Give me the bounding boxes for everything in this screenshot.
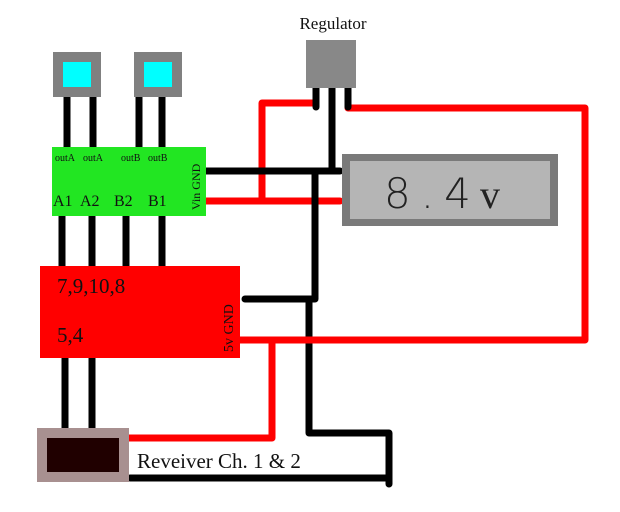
pin-label-outB-1: outB xyxy=(121,153,141,164)
receiver-body xyxy=(47,438,119,472)
sensor-b xyxy=(134,52,182,97)
encoder-board: outA outA outB outB A1 A2 B2 B1 Vin GND xyxy=(52,147,206,216)
wire-receiver-5v xyxy=(122,336,276,442)
sensor-a-window xyxy=(63,62,91,87)
voltmeter-reading: 8.4 xyxy=(384,169,481,218)
pin-label-B1: B1 xyxy=(148,193,167,210)
motor-driver-body xyxy=(40,266,240,358)
driver-pins-bottom: 5,4 xyxy=(57,323,84,347)
pin-label-B2: B2 xyxy=(114,193,133,210)
driver-power-label: 5v GND xyxy=(222,304,237,352)
sensor-b-window xyxy=(144,62,172,87)
voltmeter: 8.4 v xyxy=(342,154,558,226)
voltmeter-unit: v xyxy=(480,172,500,217)
pin-label-A2: A2 xyxy=(80,193,100,210)
pin-label-outA-1: outA xyxy=(55,153,76,164)
motor-driver: 7,9,10,8 5,4 5v GND xyxy=(40,266,240,358)
wire-driver-gnd xyxy=(241,167,319,303)
pin-label-outA-2: outA xyxy=(83,153,104,164)
driver-pins-top: 7,9,10,8 xyxy=(57,274,125,298)
regulator-label: Regulator xyxy=(299,14,366,33)
encoder-board-body xyxy=(52,147,206,216)
sensor-a xyxy=(53,52,101,97)
receiver-label: Reveiver Ch. 1 & 2 xyxy=(137,449,301,473)
wire-receiver-gnd xyxy=(305,295,393,488)
voltmeter-screen xyxy=(350,161,550,219)
encoder-power-label: Vin GND xyxy=(189,163,203,210)
regulator-body xyxy=(306,40,356,88)
wire-regulator-input xyxy=(258,99,320,204)
receiver: Reveiver Ch. 1 & 2 xyxy=(37,428,301,482)
wires xyxy=(58,84,589,488)
pin-label-A1: A1 xyxy=(53,193,73,210)
pin-label-outB-2: outB xyxy=(148,153,168,164)
